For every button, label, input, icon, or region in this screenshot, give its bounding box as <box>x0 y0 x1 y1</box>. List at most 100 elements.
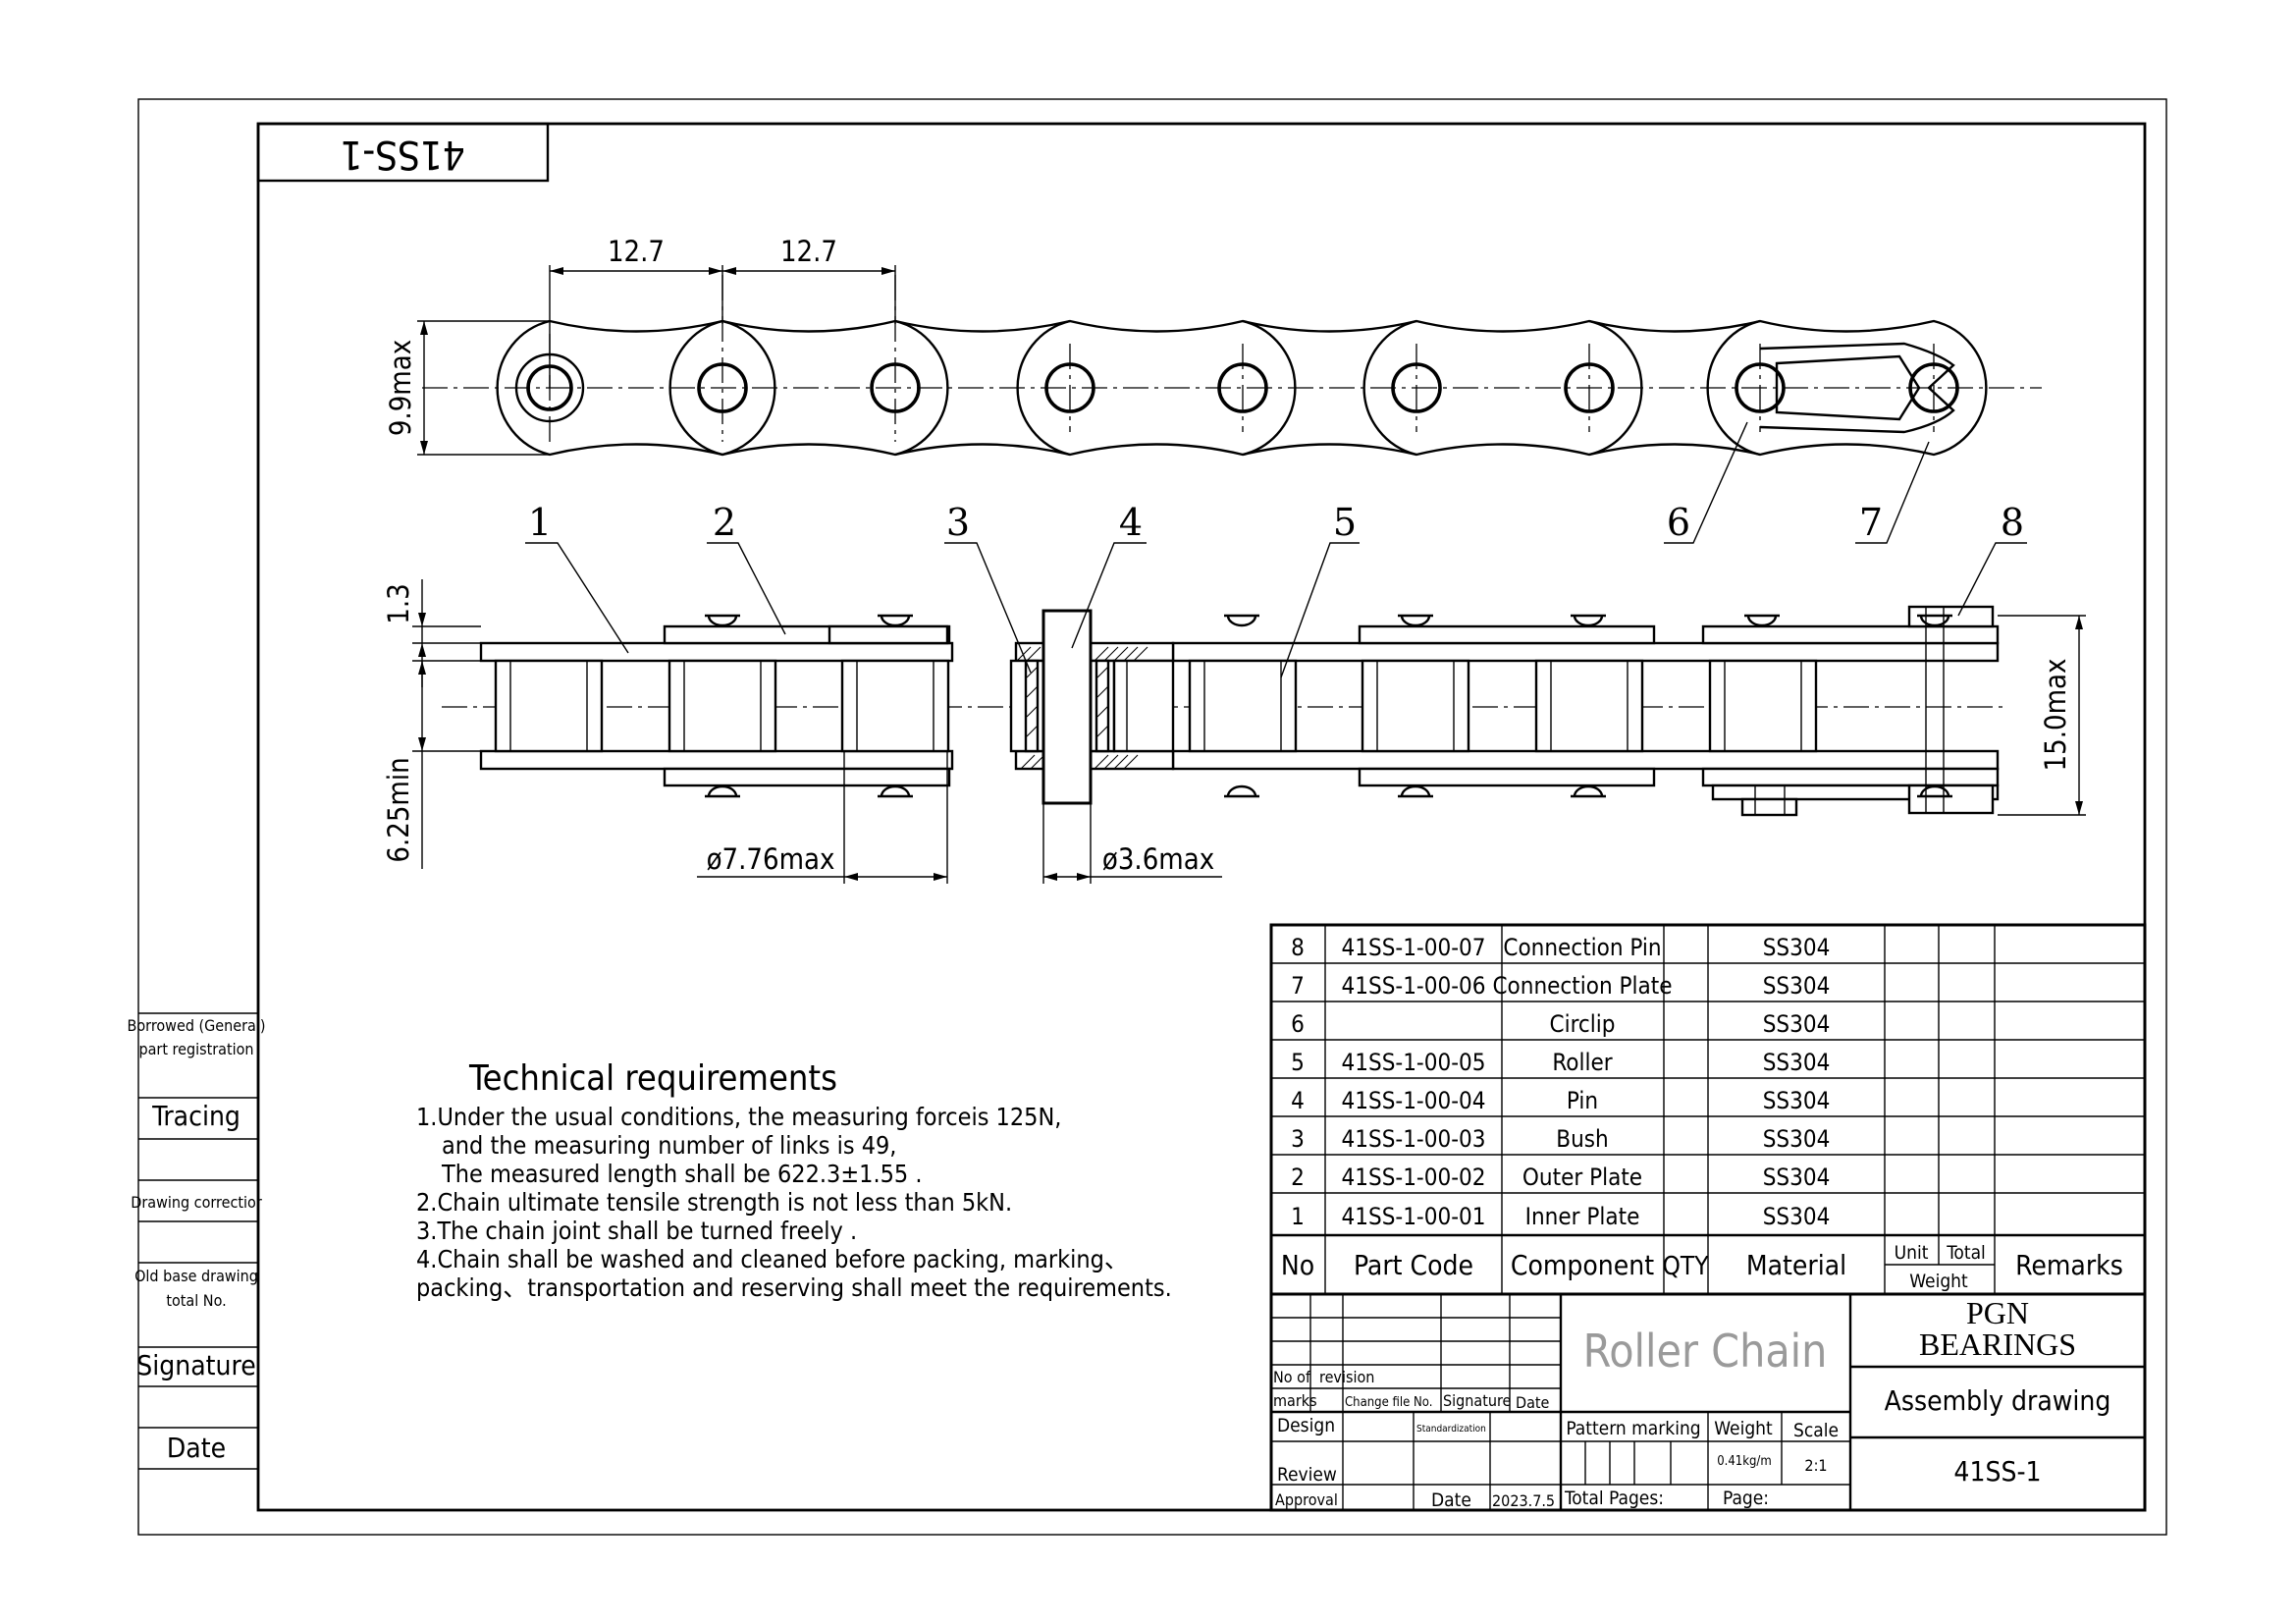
bom-code: 41SS-1-00-06 <box>1342 972 1486 1000</box>
bom-code: 41SS-1-00-07 <box>1342 934 1486 961</box>
old-base-label-1: Old base drawing <box>134 1267 258 1285</box>
tb-pattern-marking: Pattern marking <box>1566 1418 1700 1439</box>
tb-revision: revision <box>1319 1368 1374 1386</box>
balloon-1: 1 <box>528 501 552 544</box>
tb-approval: Approval <box>1275 1490 1338 1509</box>
dim-inner-width: 6.25min <box>382 757 415 862</box>
tb-review: Review <box>1277 1464 1337 1486</box>
borrowed-label-2: part registration <box>138 1040 253 1058</box>
tech-req-line-5: 3.The chain joint shall be turned freely… <box>416 1217 857 1245</box>
balloon-5: 5 <box>1333 501 1357 544</box>
bom-component: Inner Plate <box>1525 1203 1640 1230</box>
old-base-label-2: total No. <box>166 1291 226 1310</box>
tb-scale-value: 2:1 <box>1804 1456 1827 1475</box>
bom-material: SS304 <box>1763 1049 1831 1076</box>
bom-no: 7 <box>1291 972 1305 1000</box>
bom-component: Connection Pin <box>1503 934 1661 961</box>
bom-material: SS304 <box>1763 1010 1831 1038</box>
roller-5 <box>1361 659 1470 753</box>
bom-rows: 8 41SS-1-00-07 Connection Pin SS304 7 41… <box>1281 934 2123 1292</box>
tech-req-line-6: 4.Chain shall be washed and cleaned befo… <box>416 1245 1129 1273</box>
tb-date-small: Date <box>1516 1393 1550 1412</box>
tb-no-of: No of <box>1273 1368 1311 1386</box>
bom-component: Bush <box>1556 1125 1608 1153</box>
dim-pitch-2: 12.7 <box>780 235 837 268</box>
bom-code: 41SS-1-00-03 <box>1342 1125 1486 1153</box>
bom-no: 1 <box>1291 1203 1305 1230</box>
bom-component: Circlip <box>1549 1010 1615 1038</box>
bom-material: SS304 <box>1763 934 1831 961</box>
bom-no: 6 <box>1291 1010 1305 1038</box>
bom-header-remarks: Remarks <box>2015 1249 2123 1281</box>
bom-material: SS304 <box>1763 972 1831 1000</box>
tech-req-heading: Technical requirements <box>468 1058 837 1099</box>
bom-header-no: No <box>1281 1249 1314 1281</box>
tech-req-line-7: packing、transportation and reserving sha… <box>416 1273 1172 1302</box>
tb-page: Page: <box>1723 1488 1769 1509</box>
tb-scale: Scale <box>1793 1420 1839 1441</box>
bom-material: SS304 <box>1763 1087 1831 1114</box>
bom-component: Outer Plate <box>1522 1164 1642 1191</box>
tb-date-value: 2023.7.5 <box>1492 1491 1555 1510</box>
bom-header-code: Part Code <box>1354 1249 1473 1281</box>
outer-border <box>137 98 2167 1536</box>
bom-component: Roller <box>1552 1049 1612 1076</box>
dim-pin-dia: ø3.6max <box>1102 842 1214 876</box>
bom-header-component: Component <box>1511 1249 1654 1281</box>
chain-top-view <box>422 275 2042 457</box>
dim-plate-thickness: 1.3 <box>382 583 415 623</box>
roller-4 <box>1188 659 1298 753</box>
chain-plan-view <box>442 605 2002 817</box>
bom-header-material: Material <box>1746 1249 1846 1281</box>
tb-weight: Weight <box>1714 1418 1773 1439</box>
bom-component: Pin <box>1567 1087 1598 1114</box>
bom-component: Connection Plate <box>1492 972 1672 1000</box>
technical-requirements: Technical requirements 1.Under the usual… <box>416 1058 1172 1302</box>
bom-no: 2 <box>1291 1164 1305 1191</box>
tb-signature: Signature <box>1443 1391 1512 1410</box>
bom-header-total: Total <box>1946 1242 1986 1264</box>
plan-dimensions: 1.3 6.25min 15.0max ø7.76max ø3.6max <box>382 579 2086 884</box>
dim-width: 15.0max <box>2039 659 2072 772</box>
bom-header-weight: Weight <box>1909 1271 1968 1292</box>
drawing-correction-label: Drawing correctior <box>131 1193 262 1212</box>
bom-code: 41SS-1-00-01 <box>1342 1203 1486 1230</box>
tracing-label: Tracing <box>151 1100 240 1132</box>
roller-6 <box>1534 659 1644 753</box>
tech-req-line-4: 2.Chain ultimate tensile strength is not… <box>416 1188 1012 1217</box>
tb-change-file: Change file No. <box>1345 1395 1432 1410</box>
bom-code: 41SS-1-00-02 <box>1342 1164 1486 1191</box>
tb-date: Date <box>1431 1489 1471 1511</box>
drawing-frame <box>256 122 2147 1512</box>
part-balloons: 1 2 3 4 5 6 7 8 <box>525 421 2027 678</box>
bom-code: 41SS-1-00-05 <box>1342 1049 1486 1076</box>
tb-company-2: BEARINGS <box>1919 1326 2076 1362</box>
date-label: Date <box>167 1432 226 1464</box>
signature-label: Signature <box>136 1349 255 1381</box>
balloon-7: 7 <box>1859 501 1883 544</box>
tb-standardization: Standardization <box>1416 1424 1486 1435</box>
balloon-6: 6 <box>1667 501 1690 544</box>
spring-clip <box>1759 342 1955 434</box>
rotated-number-box: 41SS-1 <box>256 122 550 183</box>
balloon-3: 3 <box>946 501 970 544</box>
bom-no: 5 <box>1291 1049 1305 1076</box>
registration-panel: Borrowed (General) part registration Tra… <box>128 1012 266 1470</box>
tech-req-line-2: and the measuring number of links is 49, <box>442 1131 896 1160</box>
bom-no: 8 <box>1291 934 1305 961</box>
roller-1 <box>494 659 604 753</box>
title-block: No of revision marks Change file No. Sig… <box>1269 1292 2147 1512</box>
tb-company-1: PGN <box>1966 1295 2029 1330</box>
balloon-4: 4 <box>1119 501 1143 544</box>
tb-drawing-number: 41SS-1 <box>1953 1455 2041 1488</box>
tech-req-line-3: The measured length shall be 622.3±1.55 … <box>441 1160 923 1188</box>
dim-pitch-1: 12.7 <box>608 235 665 268</box>
sectioned-pin-bush <box>1009 609 1175 805</box>
tech-req-line-1: 1.Under the usual conditions, the measur… <box>416 1103 1061 1131</box>
bom-no: 3 <box>1291 1125 1305 1153</box>
tb-drawing-type: Assembly drawing <box>1885 1384 2111 1417</box>
pin-heads <box>705 607 1952 815</box>
dim-height: 9.9max <box>384 340 417 436</box>
roller-3 <box>840 659 950 753</box>
roller-2 <box>667 659 777 753</box>
